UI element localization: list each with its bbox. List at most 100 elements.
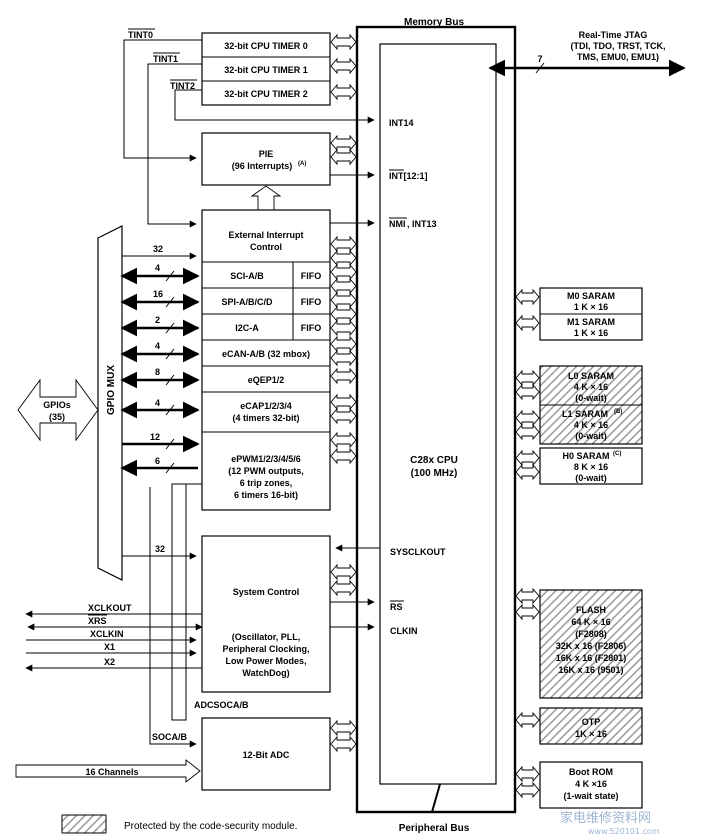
- bus-connector-sci-b: [330, 277, 357, 295]
- system-control-block: [201, 535, 331, 693]
- jtag-bus-width: 7: [537, 54, 542, 64]
- mem-connector-l0b: [515, 383, 540, 401]
- sci-fifo-label: FIFO: [301, 271, 322, 281]
- adc-title: 12-Bit ADC: [243, 750, 290, 760]
- system-control-line2: Peripheral Clocking,: [222, 644, 309, 654]
- gpio-mux-label: GPIO MUX: [106, 365, 117, 415]
- boot-rom-block: [539, 761, 643, 809]
- ext-bus-width: 32: [153, 244, 163, 254]
- system-control-line1: (Oscillator, PLL,: [232, 632, 301, 642]
- l1-saram-wait: (0-wait): [575, 431, 607, 441]
- tint1-label: TINT1: [153, 54, 178, 64]
- xclkin-label: XCLKIN: [90, 629, 124, 639]
- pie-title: PIE: [259, 149, 274, 159]
- timer-2-label: 32-bit CPU TIMER 2: [224, 89, 308, 99]
- mem-connector-otp: [515, 711, 540, 729]
- bus-connector-timer1: [330, 57, 357, 75]
- bus-connector-ext-int-a: [330, 235, 357, 253]
- cpu-title: C28x CPU: [410, 455, 458, 466]
- tint0-label: TINT0: [128, 30, 153, 40]
- mem-connector-m1: [515, 314, 540, 332]
- epwm-line3: 6 trip zones,: [240, 478, 293, 488]
- mem-connector-h0: [515, 449, 540, 467]
- bus-connector-ecap-b: [330, 407, 357, 425]
- int13-label: , INT13: [407, 219, 437, 229]
- l0-saram-wait: (0-wait): [575, 393, 607, 403]
- bus-connector-sysctl-a: [330, 563, 357, 581]
- soca-line: [149, 487, 197, 748]
- cpu-frequency: (100 MHz): [411, 468, 458, 479]
- nmi-label: NMI: [389, 219, 406, 229]
- bus-connector-epwm-b: [330, 447, 357, 465]
- jtag-title: Real-Time JTAG: [579, 30, 648, 40]
- spi-label: SPI-A/B/C/D: [221, 297, 273, 307]
- adc-block: [201, 717, 331, 791]
- legend-label: Protected by the code-security module.: [124, 821, 297, 832]
- l0-saram-size: 4 K × 16: [574, 382, 608, 392]
- m1-saram-size: 1 K × 16: [574, 328, 608, 338]
- bus-connector-ext-int-b: [330, 249, 357, 267]
- m1-saram-label: M1 SARAM: [567, 317, 615, 327]
- mem-connector-flash-a: [515, 587, 540, 605]
- timer-0-label: 32-bit CPU TIMER 0: [224, 41, 308, 51]
- ecap-sublabel: (4 timers 32-bit): [232, 413, 299, 423]
- h0-saram-wait: (0-wait): [575, 473, 607, 483]
- gpio-mux-block: [97, 225, 123, 581]
- jtag-bus-slash: [535, 62, 545, 74]
- clkin-label: CLKIN: [390, 626, 418, 636]
- int14-label: INT14: [389, 118, 414, 128]
- flash-size-f2806: 32K x 16 (F2806): [556, 641, 627, 651]
- timer-1-label: 32-bit CPU TIMER 1: [224, 65, 308, 75]
- peripheral-bus-connectors: [330, 33, 357, 753]
- system-control-line4: WatchDog): [242, 668, 289, 678]
- bus-connector-spi-b: [330, 305, 357, 323]
- ext-int-title: External Interrupt: [228, 230, 303, 240]
- sys-bus-width: 32: [155, 544, 165, 554]
- mem-connector-l0: [515, 369, 540, 387]
- mem-connector-boot-a: [515, 765, 540, 783]
- gpios-label: GPIOs: [43, 400, 71, 410]
- xrs-label: XRS: [88, 616, 107, 626]
- bus-connector-i2c-a: [330, 319, 357, 337]
- adc-channels-arrow: [15, 759, 201, 783]
- bus-connector-ecap-a: [330, 393, 357, 411]
- watermark-url: www.520101.com: [588, 827, 660, 836]
- flash-size-9501: 16K x 16 (9501): [558, 665, 623, 675]
- i2c-label: I2C-A: [235, 323, 259, 333]
- soca-label: SOCA/B: [152, 732, 188, 742]
- mux-buses: [120, 252, 200, 560]
- mem-connector-m0: [515, 288, 540, 306]
- ext-to-pie-arrow: [250, 185, 282, 211]
- flash-title: FLASH: [576, 605, 606, 615]
- rs-label: RS: [390, 602, 403, 612]
- tint1-line: [147, 63, 202, 228]
- xclkout-label: XCLKOUT: [88, 603, 132, 613]
- adcsoca-loop: [171, 483, 202, 721]
- adcsoca-label: ADCSOCA/B: [194, 700, 249, 710]
- mem-connector-h0b: [515, 463, 540, 481]
- watermark-text: 家电维修资料网: [560, 810, 651, 826]
- cpu-timers: [201, 32, 331, 106]
- m0-saram-label: M0 SARAM: [567, 291, 615, 301]
- ecan-bus-width: 4: [155, 341, 160, 351]
- ecan-label: eCAN-A/B (32 mbox): [222, 349, 310, 359]
- mem-connector-flash-b: [515, 603, 540, 621]
- bus-connector-timer2: [330, 83, 357, 101]
- spi-bus-width: 16: [153, 289, 163, 299]
- system-control-line3: Low Power Modes,: [225, 656, 306, 666]
- bus-connector-timer0: [330, 33, 357, 51]
- bus-connector-ecan-a: [330, 335, 357, 353]
- bus-connector-spi-a: [330, 291, 357, 309]
- jtag-pins-line2: TMS, EMU0, EMU1): [577, 52, 659, 62]
- legend-swatch: [61, 814, 107, 834]
- bus-connector-pie-b: [330, 148, 357, 166]
- otp-block: [539, 707, 643, 745]
- bus-connector-ecan-b: [330, 349, 357, 367]
- sci-bus-width: 4: [155, 263, 160, 273]
- epwm-line2: (12 PWM outputs,: [228, 466, 304, 476]
- epwm-label: ePWM1/2/3/4/5/6: [231, 454, 301, 464]
- mem-connector-l1: [515, 409, 540, 427]
- ecap-label: eCAP1/2/3/4: [240, 401, 292, 411]
- cpu-bus-block: [355, 25, 517, 814]
